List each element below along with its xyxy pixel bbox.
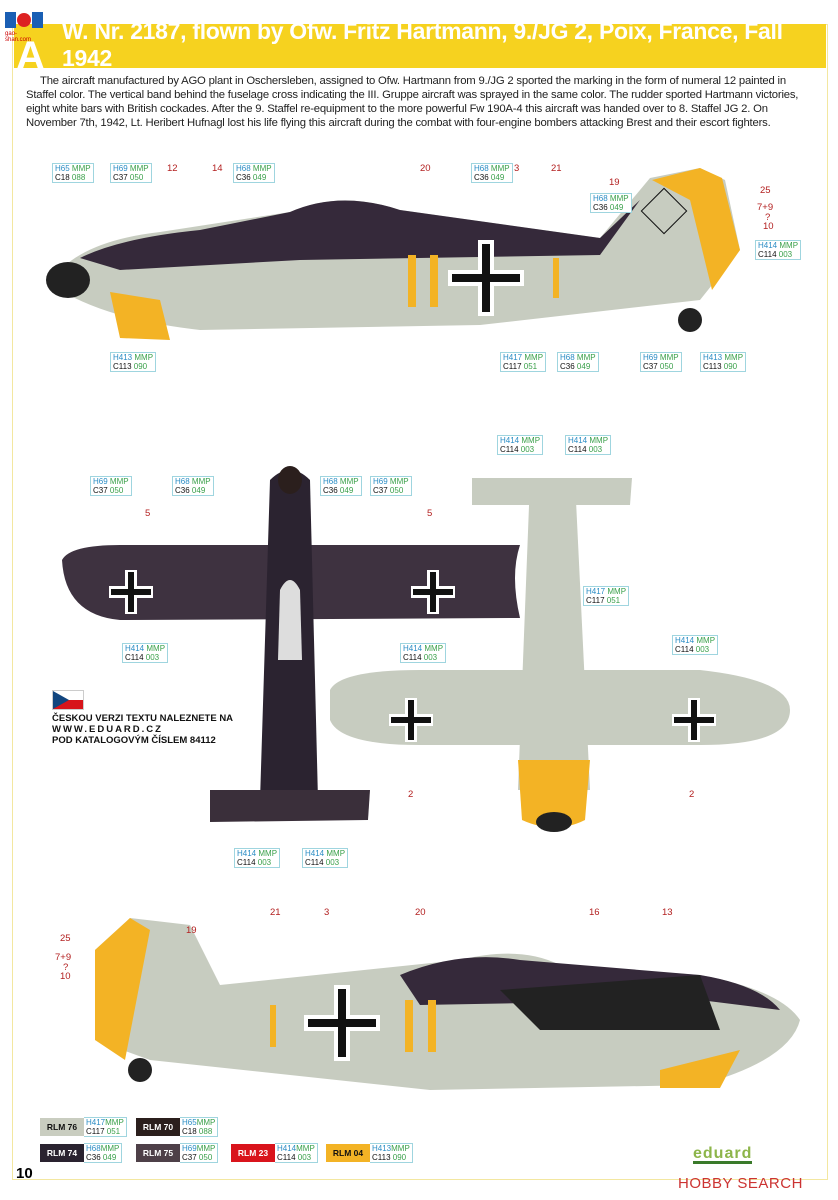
color-swatch: RLM 74 — [40, 1144, 84, 1162]
wing-cross-left — [109, 570, 153, 614]
marking-number: ? — [63, 962, 69, 973]
marking-number: 3 — [324, 907, 330, 918]
marking-number: 21 — [270, 907, 281, 918]
top-view — [62, 466, 520, 822]
bottom-view — [330, 478, 790, 832]
balkenkreuz — [448, 240, 524, 316]
numeral-one — [408, 255, 416, 307]
marking-number: 3 — [514, 163, 520, 174]
aircraft-illustrations — [46, 168, 800, 1090]
color-swatch: RLM 04 — [326, 1144, 370, 1162]
wing-cross-right — [411, 570, 455, 614]
marking-number: ? — [765, 212, 771, 223]
color-swatch: RLM 76 — [40, 1118, 84, 1136]
aircraft-description: The aircraft manufactured by AGO plant i… — [26, 75, 799, 129]
marking-number: 10 — [763, 221, 774, 232]
color-swatch: RLM 23 — [231, 1144, 275, 1162]
hobby-search-watermark: HOBBY SEARCH — [678, 1175, 803, 1192]
marking-number: 10 — [60, 971, 71, 982]
marking-number: 2 — [689, 789, 695, 800]
czech-version-note: ČESKOU VERZI TEXTU NALEZNETE NA WWW.EDUA… — [52, 690, 233, 746]
marking-number: 21 — [551, 163, 562, 174]
color-swatch: RLM 70 — [136, 1118, 180, 1136]
marking-number: 20 — [415, 907, 426, 918]
marking-number: 25 — [60, 933, 71, 944]
marking-number: 7+9 — [55, 952, 72, 963]
marking-number: 7+9 — [757, 202, 774, 213]
right-side-profile — [95, 918, 800, 1090]
marking-number: 14 — [212, 163, 223, 174]
color-swatch: RLM 75 — [136, 1144, 180, 1162]
marking-number: 25 — [760, 185, 771, 196]
watermark-logo: gao-shan.com — [5, 10, 43, 43]
marking-number: 13 — [662, 907, 673, 918]
marking-number: 2 — [408, 789, 414, 800]
title-banner — [14, 24, 826, 68]
marking-number: 5 — [145, 508, 151, 519]
marking-number: 19 — [186, 925, 197, 936]
eduard-logo: eduard — [693, 1145, 753, 1164]
left-side-profile — [46, 168, 740, 340]
page-title: W. Nr. 2187, flown by Ofw. Fritz Hartman… — [62, 18, 783, 71]
marking-number: 16 — [589, 907, 600, 918]
page-number: 10 — [16, 1165, 33, 1182]
marking-number: 12 — [167, 163, 178, 174]
marking-number: 20 — [420, 163, 431, 174]
eduard-link[interactable]: WWW.EDUARD.CZ — [52, 724, 163, 735]
profile-letter: A — [16, 34, 45, 78]
marking-number: 5 — [427, 508, 433, 519]
marking-number: 19 — [609, 177, 620, 188]
czech-flag-icon — [52, 690, 84, 710]
